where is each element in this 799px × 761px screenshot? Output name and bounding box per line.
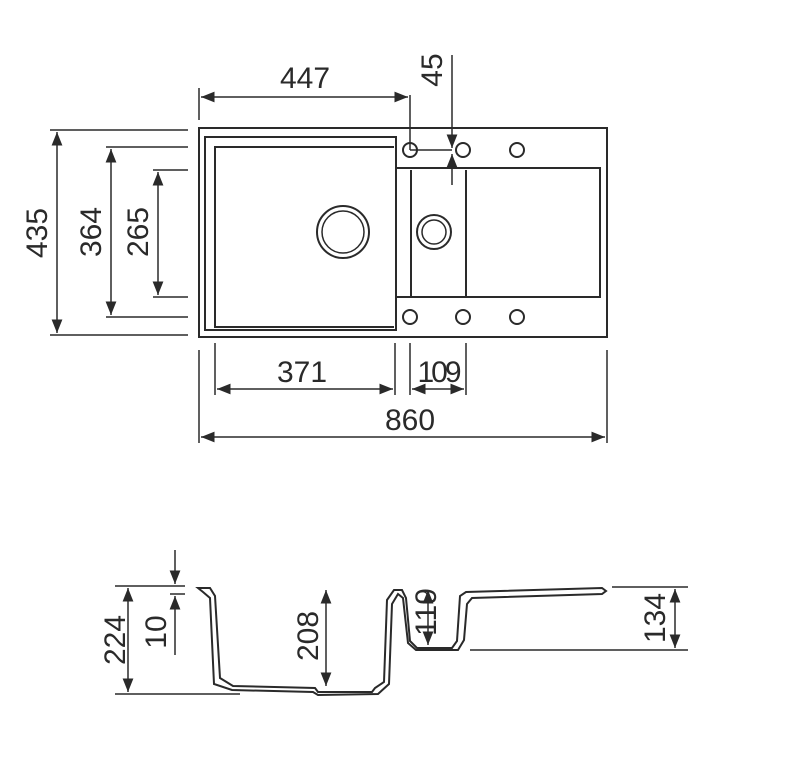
dim-label-224: 224	[99, 615, 132, 665]
small-drain-icon	[416, 214, 452, 250]
sink-outline	[198, 127, 608, 338]
main-drain-inner	[321, 210, 365, 254]
sink-profile	[195, 586, 608, 697]
dim-label-371: 371	[277, 356, 327, 389]
top-view: 447 45 435 364 265 371 109 860	[21, 53, 608, 443]
dim-label-10: 10	[140, 615, 173, 648]
dim-label-45: 45	[416, 53, 449, 86]
main-drain-icon	[316, 205, 370, 259]
dim-label-860: 860	[385, 404, 435, 437]
dim-label-109: 109	[417, 356, 460, 389]
small-drain-inner	[421, 219, 447, 245]
dim-label-435: 435	[21, 208, 54, 258]
dim-label-265: 265	[122, 207, 155, 257]
secondary-area-outline	[396, 167, 601, 298]
main-bowl-inner	[214, 146, 394, 328]
side-view: 224 10 208 119 134	[99, 550, 688, 697]
main-bowl-rim	[204, 136, 397, 331]
dim-label-364: 364	[75, 207, 108, 257]
dim-label-134: 134	[639, 593, 672, 643]
dim-label-208: 208	[292, 611, 325, 661]
dim-label-119: 119	[410, 588, 443, 636]
dim-label-447: 447	[280, 62, 330, 95]
